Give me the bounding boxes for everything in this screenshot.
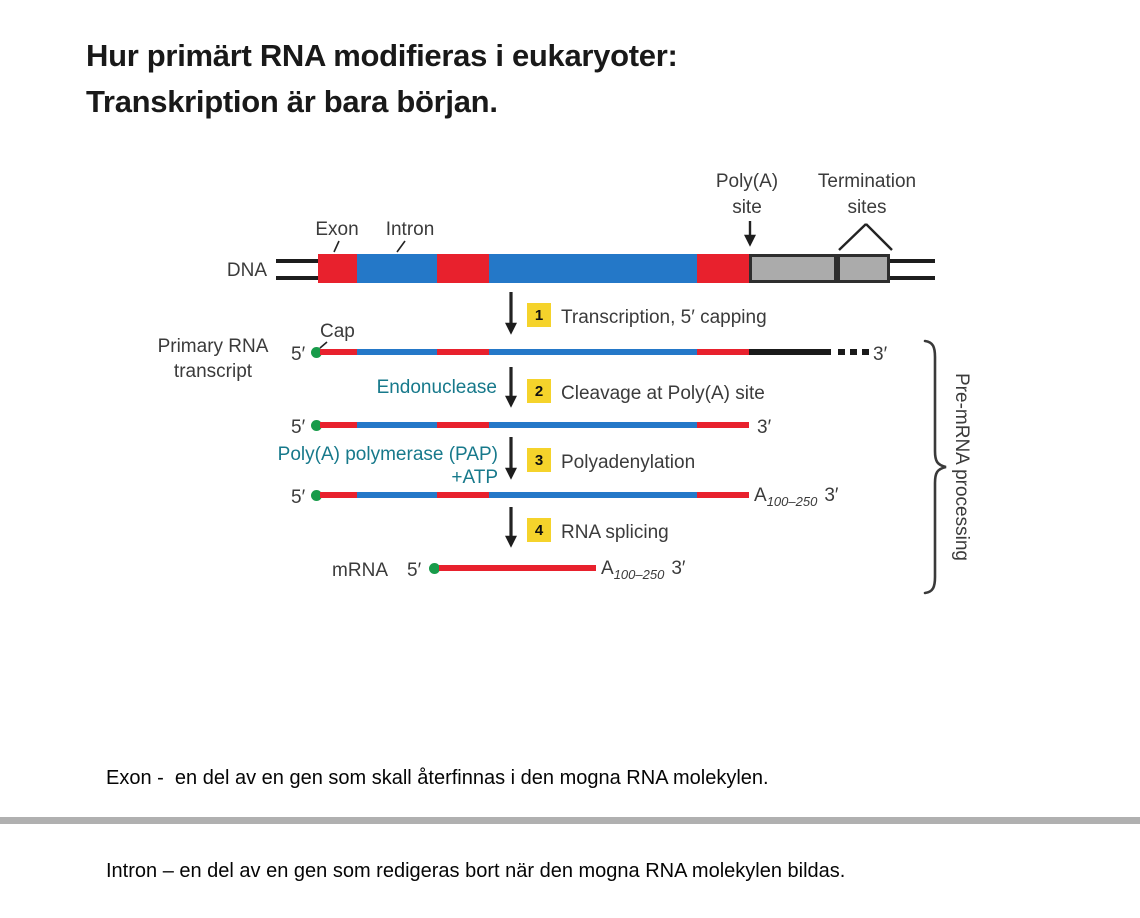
polya-site-label-line2: site xyxy=(732,197,762,218)
step-2-badge: 2 xyxy=(527,379,551,403)
intron-label: Intron xyxy=(385,219,435,240)
step-1-badge: 1 xyxy=(527,303,551,327)
polya-tail-base: A xyxy=(601,558,614,579)
step-1-label: Transcription, 5′ capping xyxy=(561,307,767,328)
footer-exon-definition: Exon - en del av en gen som skall återfi… xyxy=(106,767,769,789)
termination-label-line2: sites xyxy=(847,197,887,218)
intron-segment xyxy=(357,254,437,283)
definitions-text: Exon - en del av en gen som skall återfi… xyxy=(106,701,845,918)
dna-gene-bar xyxy=(318,254,890,283)
exon-segment xyxy=(318,254,357,283)
rna-intron-segment xyxy=(357,349,437,355)
rna-exon-segment xyxy=(697,492,749,498)
exon-segment xyxy=(697,254,749,283)
polya-tail-subscript: 100–250 xyxy=(766,493,818,509)
step-2-label: Cleavage at Poly(A) site xyxy=(561,383,765,404)
polya-site-label: Poly(A) site xyxy=(700,169,794,221)
pre-mrna-processing-label: Pre-mRNA processing xyxy=(951,373,972,561)
cap-dot xyxy=(429,563,440,574)
page-bottom-edge xyxy=(0,817,1140,824)
polya-tail-subscript: 100–250 xyxy=(613,566,665,582)
rna-exon-segment xyxy=(697,349,749,355)
polya-tail-base: A xyxy=(754,485,767,506)
cap-dot xyxy=(311,490,322,501)
primary-transcript-label-line1: Primary RNA xyxy=(157,336,269,357)
rna-intron-segment xyxy=(357,422,437,428)
termination-caret-right xyxy=(865,223,893,251)
termination-box xyxy=(749,254,837,283)
pap-label-line2: +ATP xyxy=(451,467,498,488)
primary-transcript-line xyxy=(320,349,831,355)
cap-dot xyxy=(311,347,322,358)
title-line-1: Hur primärt RNA modifieras i eukaryoter: xyxy=(86,38,678,73)
termination-label-line1: Termination xyxy=(817,171,917,192)
five-prime-label: 5′ xyxy=(291,417,306,438)
termination-caret-left xyxy=(838,223,867,251)
three-prime-label: 3′ xyxy=(873,344,888,365)
rna-exon-segment xyxy=(320,422,357,428)
footer-intron-definition: Intron – en del av en gen som redigeras … xyxy=(106,860,846,882)
three-prime-label: 3′ xyxy=(824,485,839,506)
exon-segment xyxy=(437,254,489,283)
rna-downstream-segment xyxy=(749,349,831,355)
title-line-2: Transkription är bara början. xyxy=(86,84,498,119)
termination-box xyxy=(837,254,890,283)
pap-label: Poly(A) polymerase (PAP) +ATP xyxy=(238,443,498,489)
rna-intron-segment xyxy=(489,422,697,428)
polya-site-label-line1: Poly(A) xyxy=(715,171,779,192)
intron-segment xyxy=(489,254,697,283)
pap-label-line1: Poly(A) polymerase (PAP) xyxy=(277,444,498,465)
slide: { "slide": { "title": { "line1": "Hur pr… xyxy=(0,33,1140,882)
brace-path xyxy=(923,339,947,595)
rna-exon-segment xyxy=(437,422,489,428)
three-prime-label: 3′ xyxy=(671,558,686,579)
primary-transcript-label-line2: transcript xyxy=(173,361,253,382)
step-4-badge: 4 xyxy=(527,518,551,542)
exon-label: Exon xyxy=(315,219,359,240)
polya-tail-label: A100–250 3′ xyxy=(754,485,838,509)
step-4-label: RNA splicing xyxy=(561,522,669,543)
dna-label: DNA xyxy=(226,260,267,281)
five-prime-label: 5′ xyxy=(291,487,306,508)
five-prime-label: 5′ xyxy=(407,560,422,581)
cap-dot xyxy=(311,420,322,431)
pre-mrna-brace xyxy=(923,339,947,595)
three-prime-label: 3′ xyxy=(757,417,772,438)
rna-exon-segment xyxy=(697,422,749,428)
endonuclease-label: Endonuclease xyxy=(376,377,497,398)
rna-intron-segment xyxy=(489,492,697,498)
rna-exon-segment xyxy=(320,492,357,498)
cap-label: Cap xyxy=(320,321,355,342)
rna-exon-segment xyxy=(437,492,489,498)
step-3-label: Polyadenylation xyxy=(561,452,696,473)
primary-transcript-label: Primary RNA transcript xyxy=(138,334,288,384)
termination-sites-label: Termination sites xyxy=(800,169,934,221)
polyadenylated-rna-line xyxy=(320,492,749,498)
rna-intron-segment xyxy=(489,349,697,355)
rna-dashed-tail xyxy=(838,349,870,355)
rna-exon-segment xyxy=(320,349,357,355)
polya-tail-label: A100–250 3′ xyxy=(601,558,685,582)
slide-title: Hur primärt RNA modifieras i eukaryoter:… xyxy=(86,33,678,125)
rna-exon-segment xyxy=(437,349,489,355)
cleaved-rna-line xyxy=(320,422,749,428)
step-3-badge: 3 xyxy=(527,448,551,472)
mrna-line xyxy=(439,565,596,571)
five-prime-label: 5′ xyxy=(291,344,306,365)
mrna-label: mRNA xyxy=(332,560,388,581)
rna-intron-segment xyxy=(357,492,437,498)
